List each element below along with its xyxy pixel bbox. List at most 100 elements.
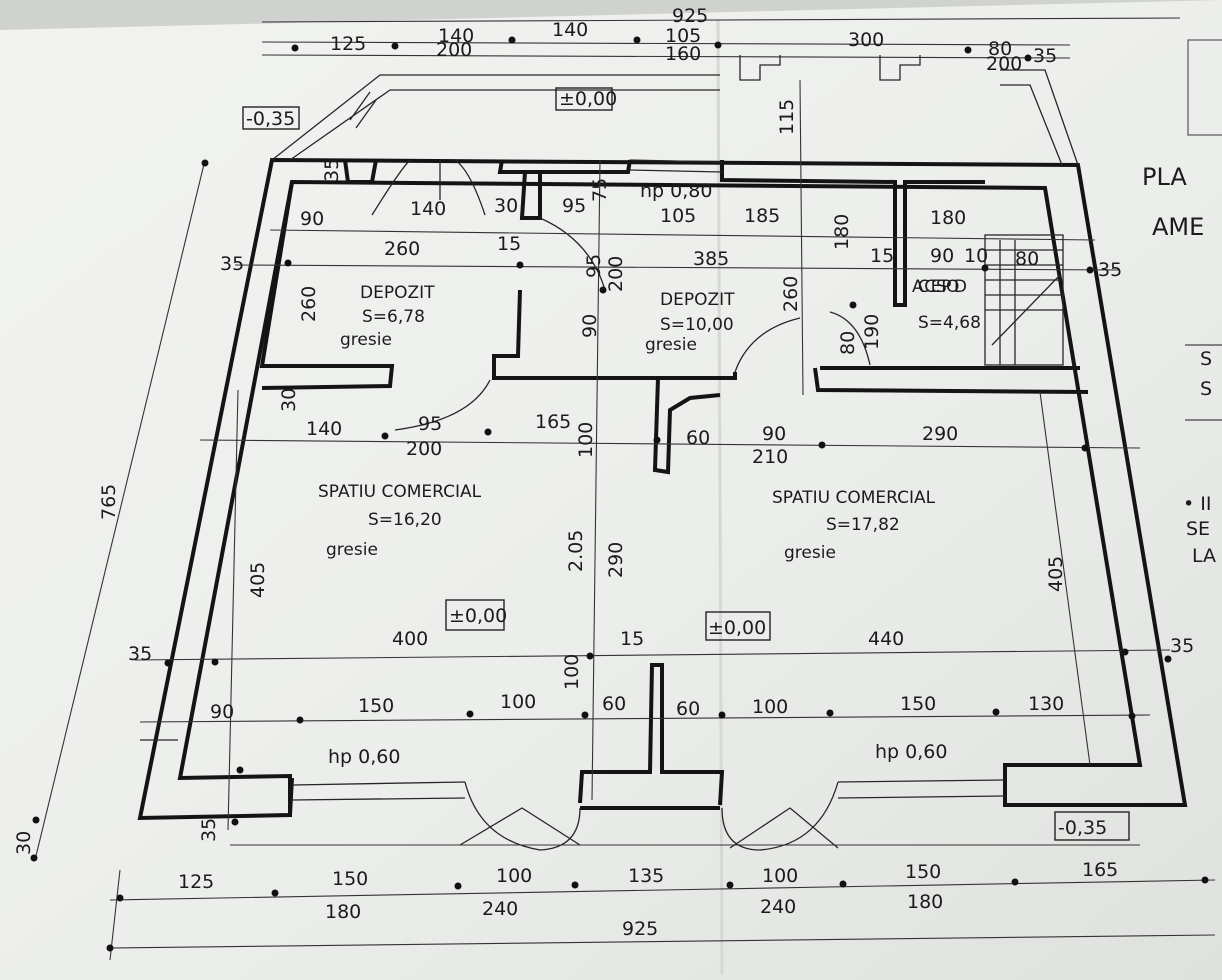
dim-label: 200 bbox=[986, 53, 1022, 75]
dim-label: 200 bbox=[406, 438, 442, 460]
dim-label: 180 bbox=[930, 207, 966, 229]
level-marker: ±0,00 bbox=[449, 605, 507, 627]
windows bbox=[140, 159, 1006, 801]
room-name: ACCES POD bbox=[912, 277, 967, 297]
doors bbox=[371, 159, 871, 851]
room-floor: gresie bbox=[784, 543, 836, 563]
dim-label: 15 bbox=[497, 233, 521, 255]
level-marker: ±0,00 bbox=[559, 88, 617, 110]
level-marker: -0,35 bbox=[1058, 817, 1107, 839]
level-marker: ±0,00 bbox=[708, 617, 766, 639]
dim-label: 100 bbox=[762, 865, 798, 887]
room-area: S=17,82 bbox=[826, 515, 900, 535]
room-area: S=6,78 bbox=[362, 307, 425, 327]
dimension-ticks bbox=[30, 36, 1209, 952]
dim-label: 80 bbox=[988, 38, 1012, 60]
room-name: DEPOZIT bbox=[660, 290, 735, 310]
interior-walls bbox=[259, 159, 1089, 816]
dim-label: 180 bbox=[831, 214, 853, 250]
dim-label: 95 bbox=[562, 195, 586, 217]
dim-label: 90 bbox=[579, 314, 601, 338]
dim-label: 385 bbox=[693, 248, 729, 270]
dim-label: 290 bbox=[605, 542, 627, 578]
roof-overhang-outline bbox=[271, 55, 1079, 166]
dim-label: 925 bbox=[622, 918, 658, 940]
dim-label: 140 bbox=[410, 198, 446, 220]
dim-label: 60 bbox=[602, 693, 626, 715]
dim-label: 10 bbox=[964, 245, 988, 267]
paper-fold bbox=[716, 19, 724, 976]
dim-label: 115 bbox=[776, 99, 798, 135]
dim-label: 100 bbox=[561, 654, 583, 690]
dim-label: 260 bbox=[384, 238, 420, 260]
dim-label: 90 bbox=[762, 423, 786, 445]
dim-label: 100 bbox=[752, 696, 788, 718]
sill-height-note: hp 0,80 bbox=[640, 180, 712, 202]
dimension-labels: 925 125 140 140 105 300 80 35 200 160 20… bbox=[13, 5, 1194, 940]
room-floor: gresie bbox=[340, 330, 392, 350]
room-name: SPATIU COMERCIAL bbox=[772, 488, 936, 508]
room-floor: gresie bbox=[326, 540, 378, 560]
sill-height-note: hp 0,60 bbox=[875, 741, 947, 763]
dim-label: 140 bbox=[438, 25, 474, 47]
dim-label: 405 bbox=[1045, 556, 1067, 592]
title-fragment-2: AME bbox=[1152, 213, 1204, 241]
dim-label: 100 bbox=[496, 865, 532, 887]
dim-label: 60 bbox=[676, 698, 700, 720]
room-floor: gresie bbox=[645, 335, 697, 355]
dim-label: 180 bbox=[325, 901, 361, 923]
dim-label: 165 bbox=[535, 411, 571, 433]
title-fragment-1: PLA bbox=[1142, 163, 1187, 191]
dim-label: 180 bbox=[907, 891, 943, 913]
dim-label: 925 bbox=[672, 5, 708, 27]
dim-label: 240 bbox=[482, 898, 518, 920]
dim-label: 15 bbox=[620, 628, 644, 650]
dim-label: 150 bbox=[332, 868, 368, 890]
level-markers: -0,35 ±0,00 ±0,00 ±0,00 -0,35 bbox=[246, 88, 1107, 839]
sheet-title: PLA AME S S • II SE LA bbox=[1142, 163, 1216, 567]
dim-label: 95 bbox=[583, 254, 605, 278]
dim-label: 300 bbox=[848, 29, 884, 51]
dim-label: 30 bbox=[278, 388, 300, 412]
dim-label: 35 bbox=[198, 818, 220, 842]
dim-label: 765 bbox=[98, 484, 120, 520]
dim-label: 35 bbox=[1033, 45, 1057, 67]
dim-label: 165 bbox=[1082, 859, 1118, 881]
dim-label: 150 bbox=[905, 861, 941, 883]
room-labels: DEPOZIT S=6,78 gresie DEPOZIT S=10,00 gr… bbox=[318, 277, 981, 563]
level-marker-boxes bbox=[242, 87, 1130, 841]
dim-label: 35 bbox=[220, 253, 244, 275]
dim-label: 210 bbox=[752, 446, 788, 468]
stair-to-attic bbox=[984, 234, 1064, 366]
dim-label: 260 bbox=[780, 276, 802, 312]
dim-label: 200 bbox=[605, 256, 627, 292]
room-area: S=16,20 bbox=[368, 510, 442, 530]
room-area: S=10,00 bbox=[660, 315, 734, 335]
dim-label: 125 bbox=[178, 871, 214, 893]
room-name: DEPOZIT bbox=[360, 283, 435, 303]
dim-label: 100 bbox=[575, 422, 597, 458]
title-block-fragment bbox=[1185, 39, 1222, 421]
dim-label: 150 bbox=[358, 695, 394, 717]
dim-label: 105 bbox=[665, 25, 701, 47]
dim-label: 125 bbox=[330, 33, 366, 55]
dim-label: 185 bbox=[744, 205, 780, 227]
dim-label: 2.05 bbox=[565, 530, 587, 572]
side-note: LA bbox=[1192, 545, 1216, 567]
dim-label: 150 bbox=[900, 693, 936, 715]
dim-label: 35 bbox=[128, 643, 152, 665]
dim-label: 90 bbox=[930, 245, 954, 267]
dim-label: 290 bbox=[922, 423, 958, 445]
dim-label: 35 bbox=[1170, 635, 1194, 657]
dim-label: 80 bbox=[1015, 248, 1039, 270]
dim-label: 140 bbox=[552, 19, 588, 41]
dim-label: 400 bbox=[392, 628, 428, 650]
dim-label: 35 bbox=[321, 158, 343, 182]
dim-label: 105 bbox=[660, 205, 696, 227]
dim-label: 140 bbox=[306, 418, 342, 440]
level-marker: -0,35 bbox=[246, 108, 295, 130]
room-area: S=4,68 bbox=[918, 313, 981, 333]
dim-label: 130 bbox=[1028, 693, 1064, 715]
dim-label: 135 bbox=[628, 865, 664, 887]
